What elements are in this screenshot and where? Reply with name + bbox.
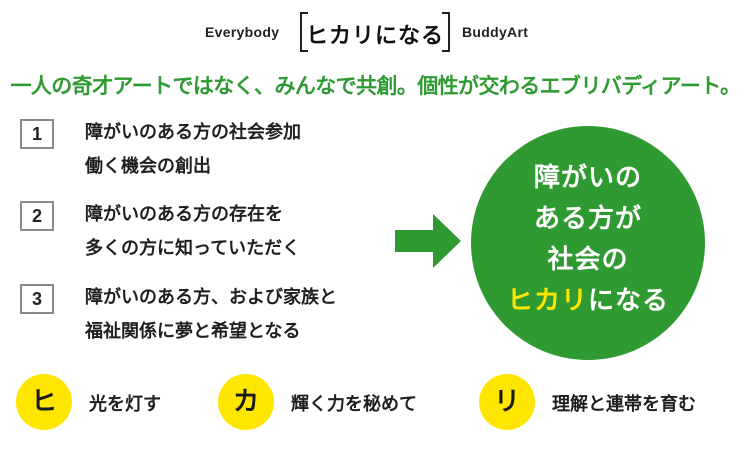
- step-3-line-1: 障がいのある方、および家族と: [85, 287, 337, 308]
- keyword-letter-ka: カ: [218, 374, 274, 430]
- step-1-line-2: 働く機会の創出: [85, 156, 211, 177]
- header: Everybody ヒカリになる BuddyArt: [0, 12, 751, 52]
- result-circle: 障がいの ある方が 社会の ヒカリになる: [471, 126, 705, 360]
- result-line-2: ある方が: [533, 204, 642, 234]
- brand-everybody: Everybody: [205, 24, 280, 40]
- page-title: ヒカリになる: [305, 24, 444, 49]
- step-1-line-1: 障がいのある方の社会参加: [85, 122, 301, 143]
- result-highlight: ヒカリ: [506, 286, 588, 316]
- title-bracket-right: [442, 12, 450, 52]
- keyword-text-ri: 理解と連帯を育む: [552, 394, 696, 415]
- title-box: ヒカリになる: [300, 12, 450, 52]
- result-line-3: 社会の: [547, 245, 629, 275]
- keyword-text-hi: 光を灯す: [89, 394, 161, 415]
- step-2-line-1: 障がいのある方の存在を: [85, 204, 283, 225]
- step-text-1: 障がいのある方の社会参加 働く機会の創出: [85, 116, 425, 184]
- keyword-letter-hi: ヒ: [16, 374, 72, 430]
- title-bracket-left: [300, 12, 308, 52]
- step-number-2: 2: [20, 201, 54, 231]
- tagline: 一人の奇才アートではなく、みんなで共創。個性が交わるエブリバディアート。: [10, 74, 742, 98]
- keyword-text-ka: 輝く力を秘めて: [291, 394, 417, 415]
- step-text-3: 障がいのある方、および家族と 福祉関係に夢と希望となる: [85, 281, 425, 349]
- result-line-1: 障がいの: [533, 163, 642, 193]
- result-text: 障がいの ある方が 社会の ヒカリになる: [471, 158, 705, 322]
- step-3-line-2: 福祉関係に夢と希望となる: [85, 321, 301, 342]
- result-line-4: ヒカリになる: [471, 281, 705, 322]
- step-number-3: 3: [20, 284, 54, 314]
- result-line-4-rest: になる: [588, 286, 670, 316]
- step-number-1: 1: [20, 119, 54, 149]
- step-2-line-2: 多くの方に知っていただく: [85, 238, 301, 259]
- step-text-2: 障がいのある方の存在を 多くの方に知っていただく: [85, 198, 425, 266]
- brand-buddyart: BuddyArt: [462, 24, 529, 40]
- right-arrow-icon: [395, 214, 461, 268]
- keyword-letter-ri: リ: [479, 374, 535, 430]
